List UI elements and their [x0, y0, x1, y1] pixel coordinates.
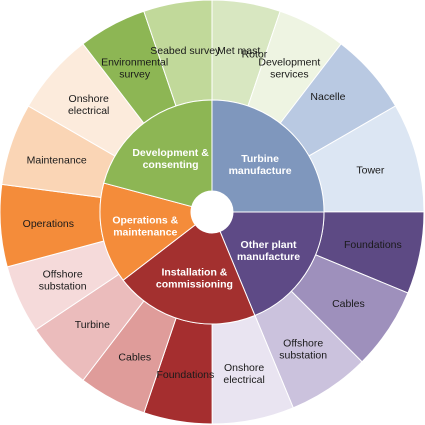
- inner-segment-operations: [99, 182, 197, 281]
- outer-label-met-mast: Met mast: [217, 45, 260, 57]
- inner-ring: [99, 99, 325, 325]
- outer-label-nacelle: Nacelle: [310, 91, 345, 103]
- labels: RotorNacelleTowerFoundationsCablesOffsho…: [23, 45, 402, 386]
- inner-label-installation: Installation &commissioning: [156, 267, 233, 291]
- inner-label-development: Development &consenting: [132, 147, 209, 171]
- outer-label-operations-outer: Operations: [23, 218, 74, 230]
- outer-label-foundations-plant: Foundations: [344, 239, 402, 251]
- outer-label-seabed-survey: Seabed survey: [150, 45, 221, 57]
- outer-label-rotor: Rotor: [242, 49, 268, 61]
- outer-label-cables-plant: Cables: [332, 298, 365, 310]
- outer-label-foundations-install: Foundations: [156, 369, 214, 381]
- outer-label-maintenance: Maintenance: [27, 154, 87, 166]
- center-hole: [191, 191, 233, 233]
- inner-label-operations: Operations &maintenance: [112, 214, 178, 238]
- outer-label-turbine-install: Turbine: [75, 319, 110, 331]
- outer-label-tower: Tower: [356, 164, 385, 176]
- outer-label-cables-install: Cables: [118, 352, 151, 364]
